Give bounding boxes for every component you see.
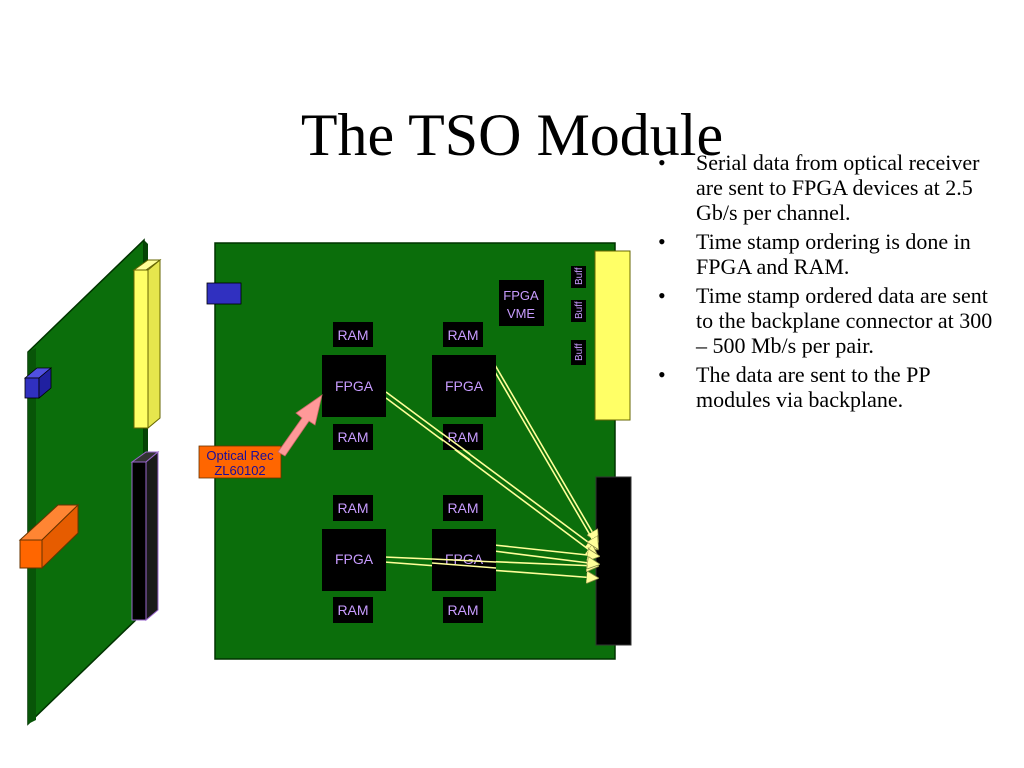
fpga-vme-chip: FPGA VME	[499, 280, 544, 326]
ram-chip: RAM	[333, 597, 373, 623]
svg-text:RAM: RAM	[337, 429, 368, 445]
buff-chip: Buff	[571, 266, 586, 288]
svg-text:FPGA: FPGA	[335, 551, 374, 567]
bullet-text: Time stamp ordered data are sent to the …	[696, 283, 993, 358]
bullet-text: Serial data from optical receiver are se…	[696, 150, 980, 225]
bullet-dot: •	[658, 362, 666, 387]
svg-text:RAM: RAM	[337, 602, 368, 618]
bullet-text: Time stamp ordering is done in FPGA and …	[696, 229, 971, 279]
data-link-arrows-over	[431, 431, 497, 569]
bullet-item: • The data are sent to the PP modules via…	[656, 362, 1001, 412]
svg-text:RAM: RAM	[337, 327, 368, 343]
bullet-text: The data are sent to the PP modules via …	[696, 362, 930, 412]
ram-chip: RAM	[333, 322, 373, 347]
backplane-connector	[595, 476, 632, 646]
bullet-dot: •	[658, 150, 666, 175]
buff-chip: Buff	[571, 340, 586, 365]
bullet-item: • Time stamp ordered data are sent to the…	[656, 283, 1001, 358]
side-yellow-connector	[132, 258, 162, 430]
svg-text:Optical Rec: Optical Rec	[206, 448, 274, 463]
main-yellow-connector	[594, 250, 631, 421]
svg-text:RAM: RAM	[447, 327, 478, 343]
fpga-chip: FPGA	[322, 529, 386, 591]
svg-text:Buff: Buff	[574, 301, 585, 319]
ram-chip: RAM	[333, 495, 373, 521]
ram-chip: RAM	[333, 424, 373, 450]
bullet-item: • Time stamp ordering is done in FPGA and…	[656, 229, 1001, 279]
main-blue-block	[206, 282, 242, 305]
svg-text:RAM: RAM	[447, 500, 478, 516]
svg-text:VME: VME	[507, 306, 536, 321]
ram-chip: RAM	[443, 495, 483, 521]
slide-title: The TSO Module	[300, 102, 724, 168]
optical-receiver: Optical Rec ZL60102	[198, 445, 282, 479]
side-board	[27, 238, 148, 726]
svg-text:FPGA: FPGA	[335, 378, 374, 394]
side-orange-block	[18, 503, 80, 570]
svg-text:FPGA: FPGA	[503, 288, 539, 303]
fpga-chip: FPGA	[322, 355, 386, 417]
bullet-dot: •	[658, 283, 666, 308]
fpga-chip: FPGA	[432, 355, 496, 417]
bullet-list: • Serial data from optical receiver are s…	[656, 150, 1001, 416]
svg-text:Buff: Buff	[574, 343, 585, 361]
buff-chip: Buff	[571, 300, 586, 322]
side-black-connector	[130, 450, 160, 622]
ram-chip: RAM	[443, 424, 483, 450]
svg-text:FPGA: FPGA	[445, 378, 484, 394]
bullet-dot: •	[658, 229, 666, 254]
side-blue-block	[23, 367, 53, 399]
svg-text:RAM: RAM	[337, 500, 368, 516]
ram-chip: RAM	[443, 322, 483, 347]
svg-text:RAM: RAM	[447, 429, 478, 445]
ram-chip: RAM	[443, 597, 483, 623]
svg-text:RAM: RAM	[447, 602, 478, 618]
bullet-item: • Serial data from optical receiver are s…	[656, 150, 1001, 225]
optical-input-arrow	[277, 394, 323, 457]
svg-text:Buff: Buff	[574, 267, 585, 285]
svg-text:FPGA: FPGA	[445, 551, 484, 567]
svg-text:ZL60102: ZL60102	[214, 463, 265, 478]
